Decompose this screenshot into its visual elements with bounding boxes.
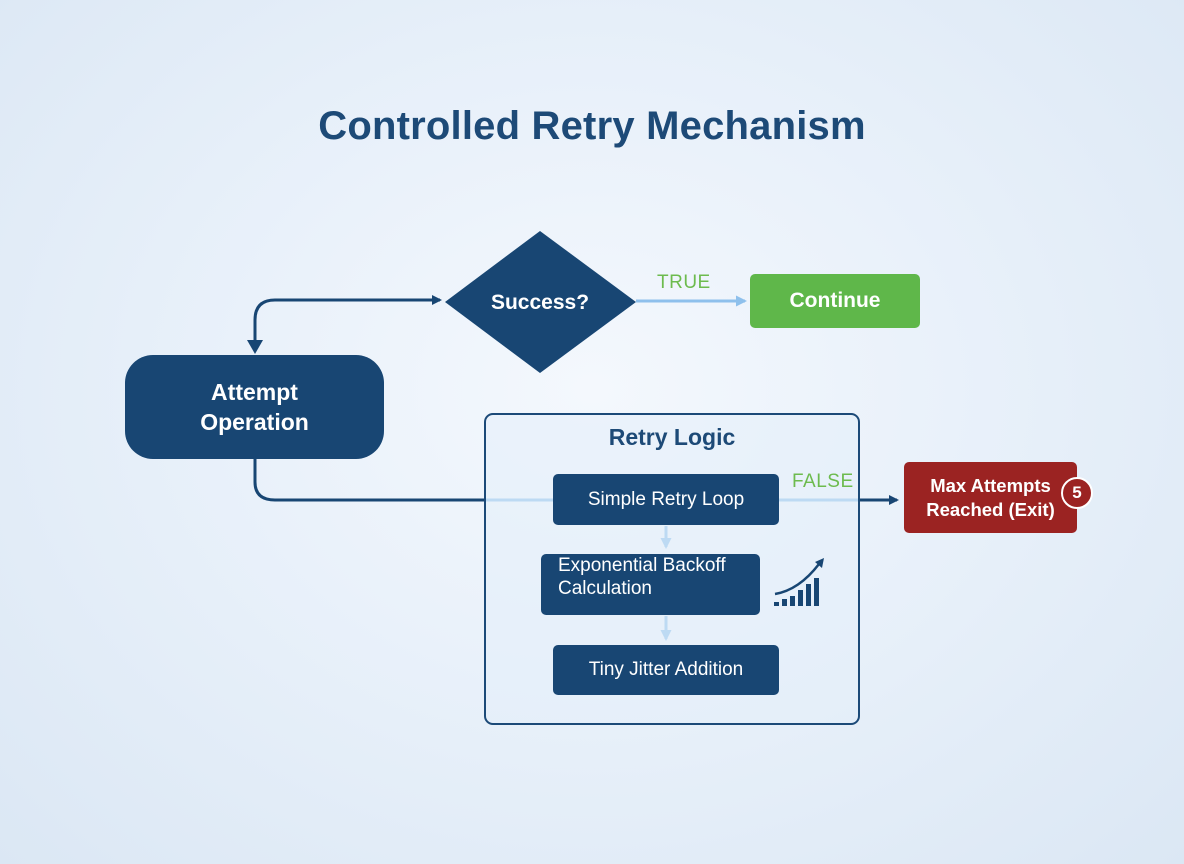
attempt-line2: Operation <box>200 409 309 435</box>
false-label: FALSE <box>792 471 854 492</box>
max-attempts-node: Max Attempts Reached (Exit) <box>904 462 1077 533</box>
exponential-backoff-line1: Exponential Backoff <box>558 555 726 576</box>
decision-diamond <box>445 231 636 373</box>
true-label: TRUE <box>657 272 711 293</box>
simple-retry-loop-step: Simple Retry Loop <box>553 474 779 525</box>
page-title: Controlled Retry Mechanism <box>318 104 866 148</box>
max-attempts-line2: Reached (Exit) <box>926 498 1055 520</box>
max-attempts-line1: Max Attempts <box>930 474 1051 496</box>
connector-arrowhead-down-attempt <box>247 340 263 354</box>
exponential-backoff-line2: Calculation <box>558 578 652 599</box>
exponential-backoff-step: Exponential Backoff Calculation <box>541 554 760 615</box>
growth-chart-icon <box>774 558 824 606</box>
tiny-jitter-step: Tiny Jitter Addition <box>553 645 779 695</box>
decision-label: Success? <box>490 291 590 314</box>
attempt-operation-node: Attempt Operation <box>125 355 384 459</box>
connector-attempt-to-retry <box>253 459 486 502</box>
attempt-line1: Attempt <box>211 379 298 405</box>
max-attempts-badge: 5 <box>1061 477 1093 509</box>
connector-attempt-to-decision <box>253 295 442 345</box>
retry-logic-title: Retry Logic <box>608 424 736 450</box>
continue-node: Continue <box>750 274 920 328</box>
